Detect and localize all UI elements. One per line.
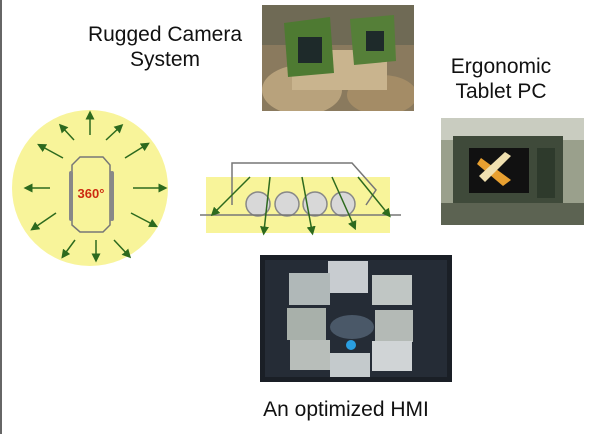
wheels bbox=[245, 191, 356, 217]
rugged-camera-photo bbox=[262, 5, 414, 111]
camera-label-line1: Rugged Camera bbox=[87, 23, 243, 46]
tablet-label-line1: Ergonomic bbox=[450, 55, 552, 78]
downward-arrows bbox=[210, 176, 391, 236]
coverage-360-diagram: 360° bbox=[8, 105, 172, 269]
left-track bbox=[69, 171, 73, 221]
coverage-circle bbox=[12, 110, 168, 266]
coverage-360-svg: 360° bbox=[12, 110, 168, 266]
right-track bbox=[110, 171, 114, 221]
tablet-label-line2: Tablet PC bbox=[455, 80, 547, 103]
hmi-label: An optimized HMI bbox=[263, 398, 429, 421]
tablet-pc-label: Ergonomic Tablet PC bbox=[436, 54, 566, 104]
camera-system-label: Rugged Camera System bbox=[70, 22, 260, 72]
label-360: 360° bbox=[78, 186, 105, 201]
tablet-pc-photo bbox=[441, 118, 584, 225]
side-view-diagram bbox=[198, 158, 404, 240]
direction-arrows bbox=[23, 110, 168, 263]
slide-edge bbox=[0, 0, 2, 434]
camera-label-line2: System bbox=[129, 48, 200, 71]
side-view-svg bbox=[200, 162, 401, 236]
hmi-screen-photo bbox=[260, 255, 452, 382]
